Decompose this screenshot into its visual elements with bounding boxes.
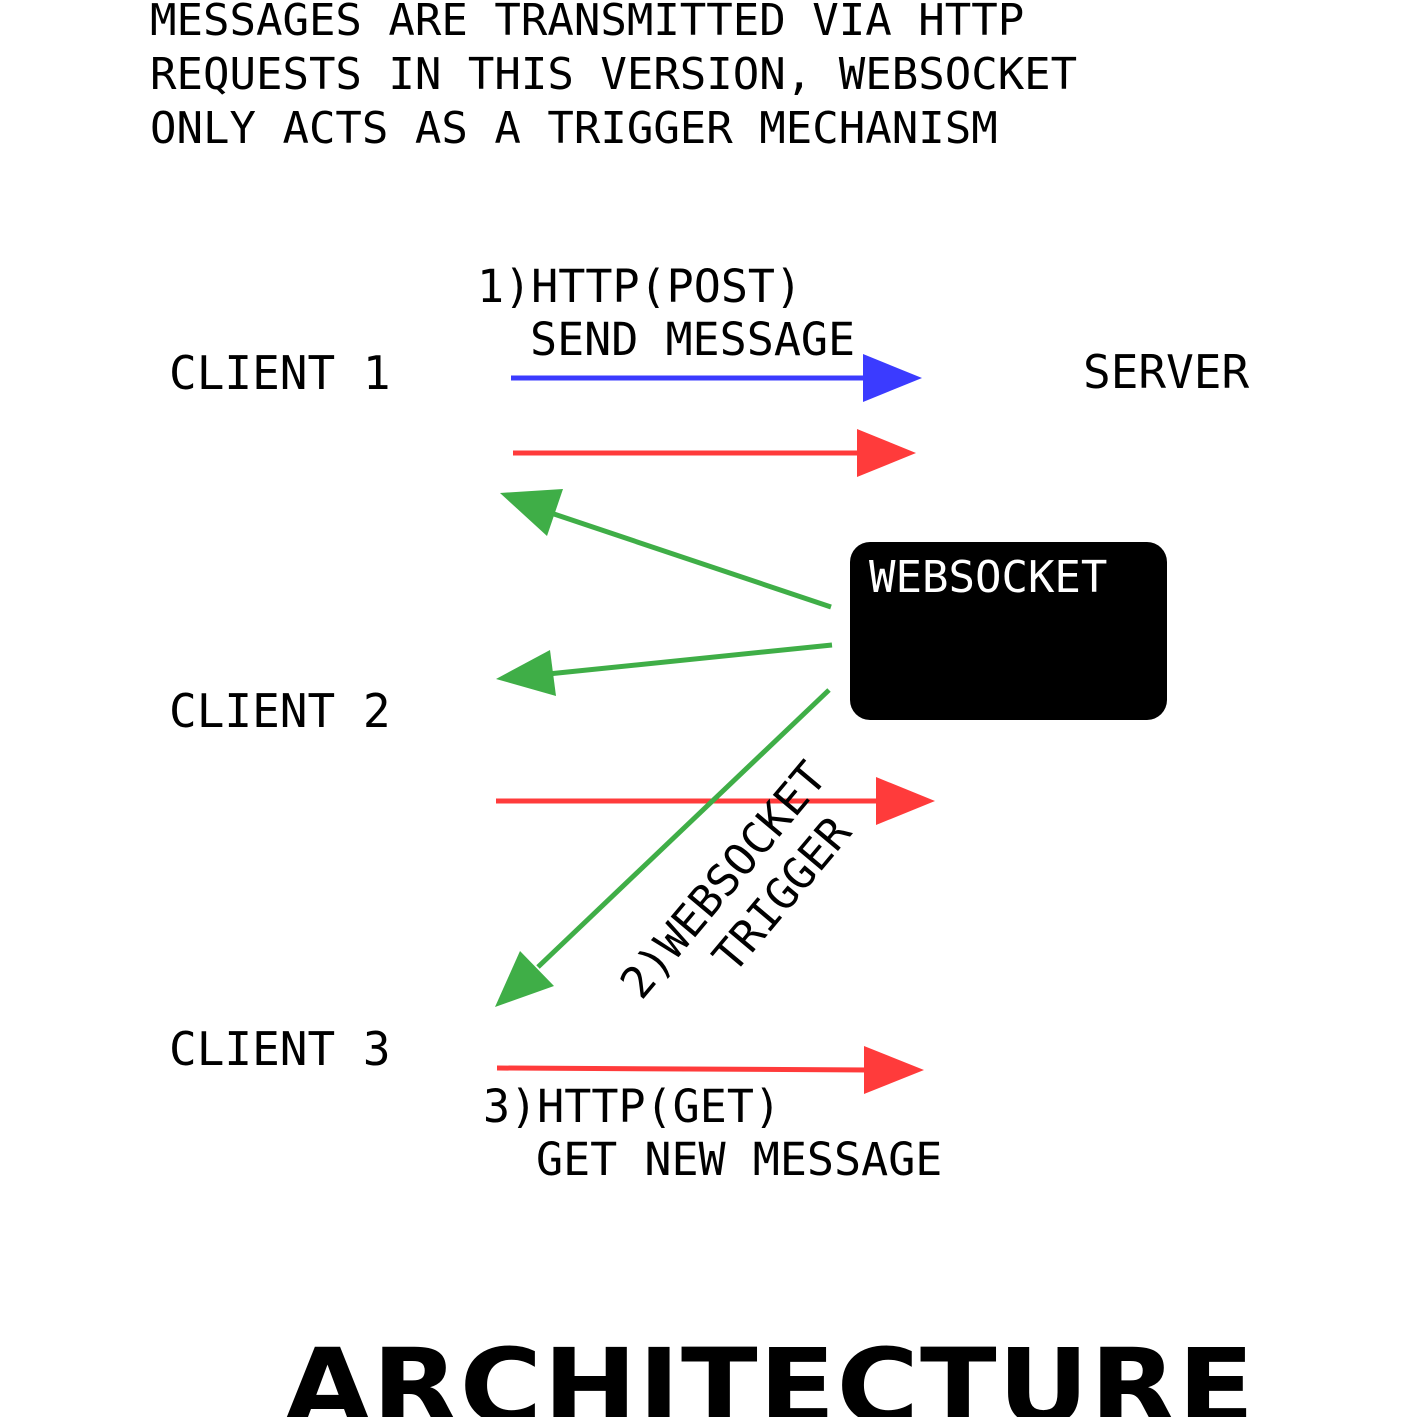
client-3-label: CLIENT 3 bbox=[169, 1022, 391, 1076]
server-label: SERVER bbox=[1083, 345, 1250, 399]
client-1-label: CLIENT 1 bbox=[169, 346, 391, 400]
client2-http-arrow bbox=[496, 777, 935, 825]
get-step-description: GET NEW MESSAGE bbox=[536, 1133, 943, 1186]
websocket-trigger-arrow bbox=[495, 688, 831, 1007]
get-step-label: 3)HTTP(GET) bbox=[483, 1080, 782, 1133]
post-arrow bbox=[511, 354, 922, 402]
websocket-to-client1-arrow bbox=[500, 489, 832, 610]
description-line-3: ONLY ACTS AS A TRIGGER MECHANISM bbox=[150, 103, 998, 154]
client-2-label: CLIENT 2 bbox=[169, 684, 391, 738]
post-step-description: SEND MESSAGE bbox=[530, 313, 856, 366]
description-line-1: MESSAGES ARE TRANSMITTED VIA HTTP bbox=[150, 0, 1025, 46]
client1-http-arrow bbox=[513, 429, 916, 477]
websocket-to-client2-arrow bbox=[496, 642, 833, 696]
websocket-box-label: WEBSOCKET bbox=[869, 552, 1108, 603]
websocket-box: WEBSOCKET bbox=[850, 542, 1167, 720]
post-step-label: 1)HTTP(POST) bbox=[477, 260, 803, 313]
diagram-description: MESSAGES ARE TRANSMITTED VIA HTTP REQUES… bbox=[150, 0, 1077, 156]
get-arrow bbox=[496, 1046, 924, 1094]
description-line-2: REQUESTS IN THIS VERSION, WEBSOCKET bbox=[150, 49, 1078, 100]
diagram-title: ARCHITECTURE bbox=[284, 1326, 1256, 1417]
